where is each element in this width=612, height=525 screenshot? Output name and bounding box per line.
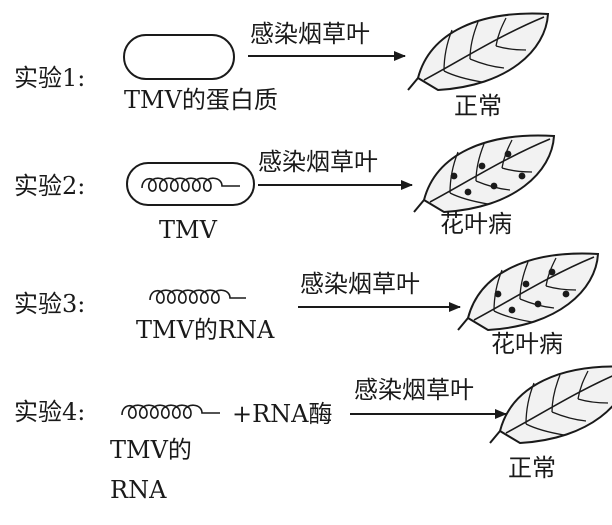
- exp2-material: TMV: [159, 216, 217, 244]
- exp1-result: 正常: [454, 92, 502, 120]
- exp2-diseased-leaf-icon: [413, 134, 555, 213]
- exp2-rna-coil: [141, 177, 240, 192]
- exp3-label: 实验3:: [14, 290, 86, 318]
- exp1-label: 实验1:: [14, 64, 86, 92]
- exp4-material-line1: TMV的: [110, 436, 192, 464]
- exp3-material: TMV的RNA: [136, 316, 275, 344]
- exp3-result: 花叶病: [491, 330, 563, 358]
- exp2-virus-capsule: [126, 162, 255, 206]
- exp1-healthy-leaf-icon: [407, 12, 549, 91]
- exp4-material-line2: RNA: [110, 476, 167, 504]
- exp1-protein-capsule: [123, 34, 235, 80]
- exp3-diseased-leaf-icon: [457, 252, 599, 331]
- exp2-result: 花叶病: [440, 210, 512, 238]
- exp4-result: 正常: [508, 454, 556, 482]
- exp1-arrow-label: 感染烟草叶: [250, 20, 370, 48]
- exp2-arrow-label: 感染烟草叶: [258, 148, 378, 176]
- exp4-healthy-leaf-icon: [489, 365, 612, 444]
- exp4-label: 实验4:: [14, 398, 86, 426]
- exp4-additive: +RNA酶: [232, 400, 333, 428]
- exp4-rna-coil: [121, 404, 220, 419]
- exp4-arrow-label: 感染烟草叶: [354, 376, 474, 404]
- exp2-label: 实验2:: [14, 172, 86, 200]
- exp1-material: TMV的蛋白质: [124, 86, 278, 114]
- exp3-arrow-label: 感染烟草叶: [300, 270, 420, 298]
- exp3-rna-coil: [149, 289, 246, 304]
